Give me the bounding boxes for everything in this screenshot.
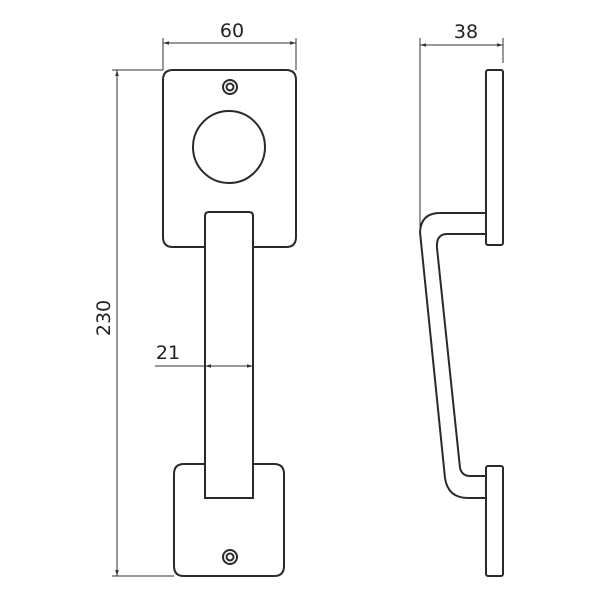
- dimension-label-60: 60: [220, 20, 244, 42]
- dimension-label-38: 38: [454, 21, 478, 43]
- screw-icon: [222, 549, 238, 565]
- side-bottom-plate: [485, 465, 504, 577]
- bottom-plate: [173, 463, 285, 577]
- rose-circle: [192, 110, 266, 184]
- dimension-side-depth: 38: [419, 21, 504, 232]
- front-view: [162, 69, 297, 577]
- dimension-handle-width: 21: [155, 342, 253, 368]
- top-plate: [162, 69, 297, 248]
- dimension-plate-width: 60: [162, 20, 297, 70]
- dimension-label-21: 21: [156, 342, 180, 364]
- dimension-label-230: 230: [93, 300, 115, 336]
- dimension-overall-height: 230: [93, 69, 174, 577]
- side-view: [418, 69, 504, 577]
- side-top-plate: [485, 69, 504, 246]
- side-handle-inner: [435, 233, 486, 477]
- screw-icon: [222, 79, 238, 95]
- handle-bar: [204, 211, 254, 499]
- side-handle-outer: [418, 212, 486, 499]
